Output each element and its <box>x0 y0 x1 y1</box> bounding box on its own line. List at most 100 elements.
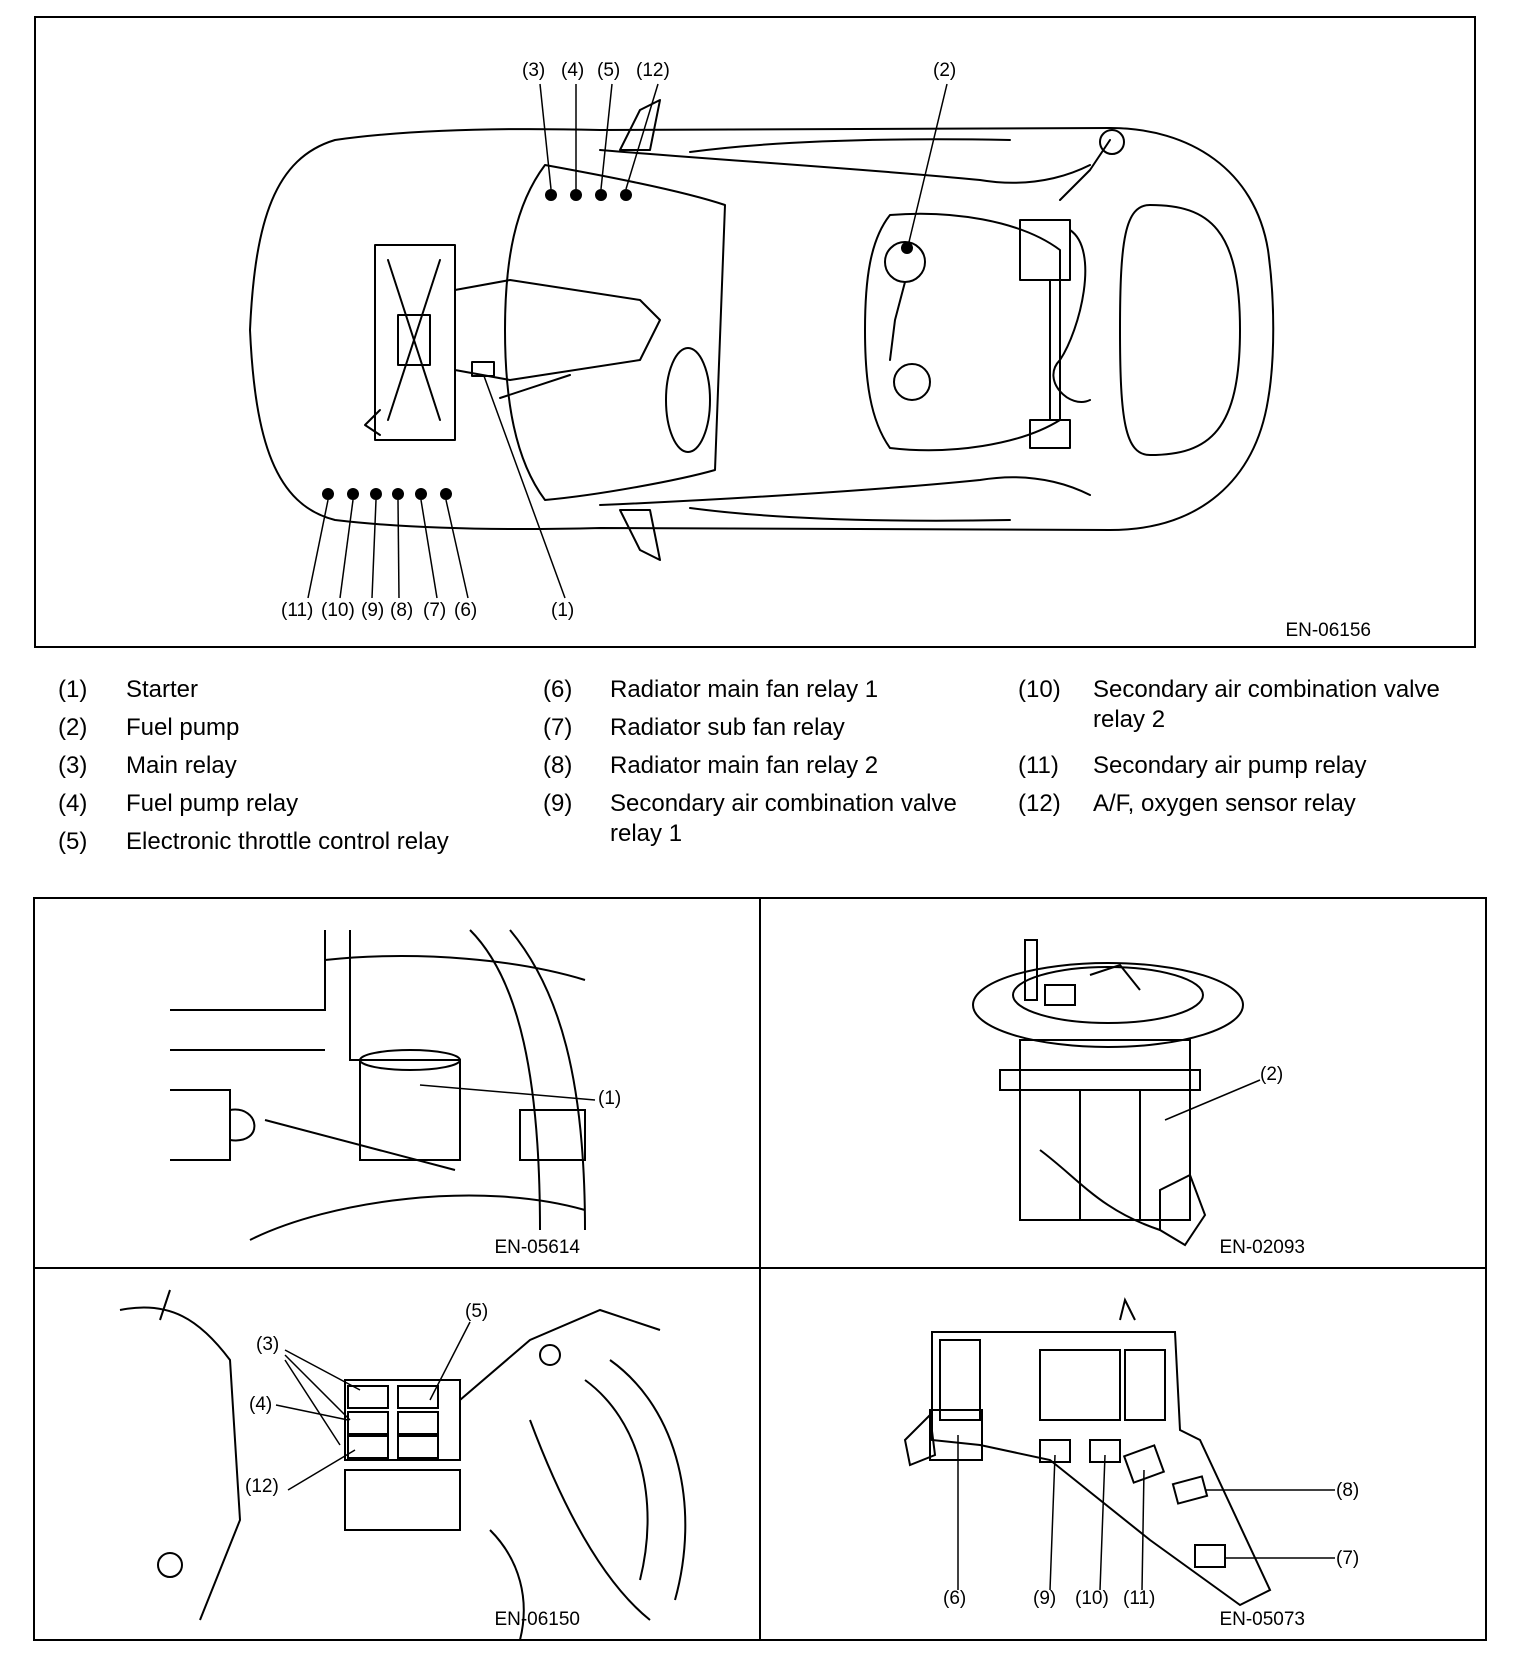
legend-label: Secondary air combination valve <box>1093 676 1440 703</box>
legend-num: (2) <box>58 714 88 741</box>
callout-1: (1) <box>551 600 574 621</box>
callout-5: (5) <box>597 60 620 81</box>
legend-label: Radiator sub fan relay <box>610 714 845 741</box>
legend-label-continued: relay 1 <box>610 820 683 847</box>
legend-num: (4) <box>58 790 88 817</box>
relays-callout-12: (12) <box>245 1476 279 1497</box>
figure-code-relays: EN-06150 <box>494 1609 580 1630</box>
callout-6: (6) <box>454 600 477 621</box>
relays-callout-4: (4) <box>249 1394 272 1415</box>
legend-num: (7) <box>543 714 573 741</box>
fuse-callout-7: (7) <box>1336 1548 1359 1569</box>
dot-relay-7 <box>415 488 427 500</box>
relay-dots-top <box>545 189 913 254</box>
callout-7: (7) <box>423 600 446 621</box>
transmission <box>454 279 661 381</box>
car-cabin-line-top <box>599 149 1091 184</box>
dot-relay-4 <box>570 189 582 201</box>
steering-wheel <box>665 347 711 453</box>
car-body-outline <box>249 127 1275 531</box>
starter-callout: (1) <box>598 1088 621 1109</box>
figure-code-fuel-pump: EN-02093 <box>1219 1237 1305 1258</box>
left-hose <box>364 409 381 436</box>
mirror-top <box>619 99 661 151</box>
starter-drawing <box>170 929 586 1241</box>
legend-num: (8) <box>543 752 573 779</box>
callout-11: (11) <box>281 600 313 621</box>
fuse-callout-6: (6) <box>943 1588 966 1609</box>
rear-seat-area <box>864 212 1061 452</box>
overview-figure-frame <box>34 16 1476 648</box>
legend-label: A/F, oxygen sensor relay <box>1093 790 1356 817</box>
engine-cross-b <box>387 259 441 421</box>
callout-8: (8) <box>390 600 413 621</box>
car-roof-line-top <box>689 138 1011 153</box>
fuse-box-drawing <box>903 1297 1272 1607</box>
legend-label: Electronic throttle control relay <box>126 828 449 855</box>
fuse-callout-10: (10) <box>1075 1588 1109 1609</box>
legend-num: (3) <box>58 752 88 779</box>
legend-num: (10) <box>1018 676 1061 703</box>
relay-dots-bottom <box>322 488 452 500</box>
car-cabin-line-bottom <box>599 476 1091 506</box>
figure-code-fuse-box: EN-05073 <box>1219 1609 1305 1630</box>
dot-relay-12 <box>620 189 632 201</box>
car-roof-line-bottom <box>689 507 1011 522</box>
legend-num: (5) <box>58 828 88 855</box>
leader-lines-top <box>307 83 948 599</box>
legend-label: Starter <box>126 676 199 703</box>
fuse-callout-9: (9) <box>1033 1588 1056 1609</box>
callout-4: (4) <box>561 60 584 81</box>
fuse-box-leader-lines <box>957 1435 1335 1591</box>
callout-10: (10) <box>321 600 355 621</box>
dot-relay-6 <box>440 488 452 500</box>
relay-cluster-drawing <box>119 1289 687 1641</box>
legend-label-continued: relay 2 <box>1093 706 1166 733</box>
engine-block <box>374 244 456 441</box>
dot-relay-10 <box>347 488 359 500</box>
rear-canister <box>1019 219 1071 281</box>
dot-relay-11 <box>322 488 334 500</box>
fuse-callout-8: (8) <box>1336 1480 1359 1501</box>
callout-9: (9) <box>361 600 384 621</box>
fuel-pump-callout: (2) <box>1260 1064 1283 1085</box>
starter-mark <box>471 361 495 377</box>
starter-arm <box>499 374 571 399</box>
dot-relay-9 <box>370 488 382 500</box>
panel-grid <box>33 897 1487 1641</box>
engine-center <box>397 314 431 366</box>
figure-code-top: EN-06156 <box>1285 620 1371 641</box>
legend-label: Fuel pump <box>126 714 240 741</box>
dot-fuel-pump <box>901 242 913 254</box>
legend-label: Secondary air pump relay <box>1093 752 1367 779</box>
dot-relay-5 <box>595 189 607 201</box>
relays-callout-3: (3) <box>256 1334 279 1355</box>
fuel-pump-drawing <box>972 939 1244 1247</box>
figure-code-starter: EN-05614 <box>494 1237 580 1258</box>
fuel-tank-circle <box>893 363 931 401</box>
legend-num: (11) <box>1018 752 1059 779</box>
callout-12: (12) <box>636 60 670 81</box>
filler-cap <box>1099 129 1125 155</box>
rear-window <box>1119 204 1241 456</box>
callout-3: (3) <box>522 60 545 81</box>
callout-2: (2) <box>933 60 956 81</box>
rear-wiring <box>1052 229 1091 403</box>
dot-relay-3 <box>545 189 557 201</box>
relay-leader-lines <box>275 1321 471 1491</box>
dot-relay-8 <box>392 488 404 500</box>
legend-label: Radiator main fan relay 1 <box>610 676 879 703</box>
fuse-callout-11: (11) <box>1123 1588 1155 1609</box>
car-windshield <box>504 164 726 501</box>
legend-num: (9) <box>543 790 573 817</box>
legend-num: (6) <box>543 676 573 703</box>
relays-callout-5: (5) <box>465 1301 488 1322</box>
legend-num: (1) <box>58 676 88 703</box>
legend-label: Fuel pump relay <box>126 790 299 817</box>
mirror-bottom <box>619 509 661 561</box>
legend-label: Secondary air combination valve <box>610 790 957 817</box>
fuel-line <box>889 281 906 361</box>
legend-num: (12) <box>1018 790 1061 817</box>
